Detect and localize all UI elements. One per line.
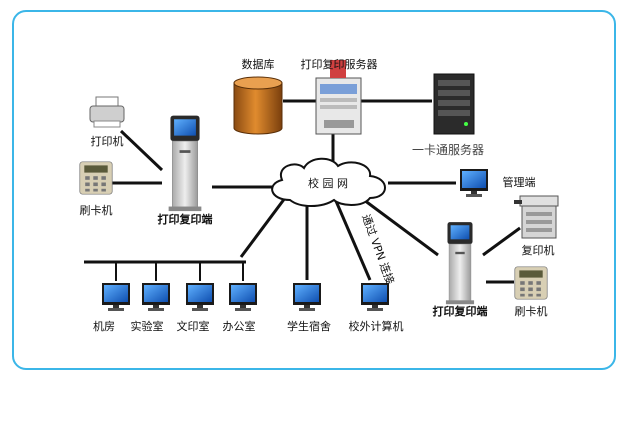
card-reader-left-label: 刷卡机	[80, 203, 113, 217]
campus-net-label: 校 园 网	[308, 176, 348, 190]
room-drops	[115, 262, 244, 281]
terminal-right-label: 打印复印端	[433, 304, 488, 318]
card-server-label: 一卡通服务器	[412, 142, 484, 157]
campus-network-cloud-icon	[271, 157, 386, 207]
print-server-icon	[315, 60, 362, 135]
card-reader-right-icon	[514, 266, 548, 300]
card-reader-right-label: 刷卡机	[515, 304, 548, 318]
monitor-lab-room-icon	[102, 283, 130, 311]
vpn-label: 通过 VPN 连接	[359, 213, 396, 286]
monitor-print-room-icon	[186, 283, 214, 311]
room-label: 办公室	[223, 319, 256, 333]
monitor-offcampus-icon	[361, 283, 389, 311]
connection-lines	[84, 99, 521, 284]
card-server-icon	[433, 73, 475, 135]
dorm-label: 学生宿舍	[287, 319, 331, 333]
management-label: 管理端	[503, 175, 536, 189]
printer-label: 打印机	[91, 134, 124, 148]
printer-icon	[89, 96, 125, 128]
room-label: 机房	[93, 319, 115, 333]
terminal-left-label: 打印复印端	[158, 212, 213, 226]
room-label: 文印室	[177, 319, 210, 333]
print-server-label: 打印复印服务器	[301, 57, 378, 71]
terminal-right-icon	[445, 221, 475, 305]
monitor-laboratory-icon	[142, 283, 170, 311]
copier-label: 复印机	[522, 243, 555, 257]
database-label: 数据库	[242, 57, 275, 71]
database-icon	[233, 76, 283, 135]
monitor-office-icon	[229, 283, 257, 311]
management-monitor-icon	[460, 169, 488, 197]
copier-icon	[514, 195, 559, 239]
terminal-left-icon	[168, 115, 202, 212]
card-reader-left-icon	[79, 161, 113, 195]
offcampus-label: 校外计算机	[349, 319, 404, 333]
room-label: 实验室	[131, 319, 164, 333]
monitor-dorm-icon	[293, 283, 321, 311]
diagram-frame	[12, 10, 616, 370]
